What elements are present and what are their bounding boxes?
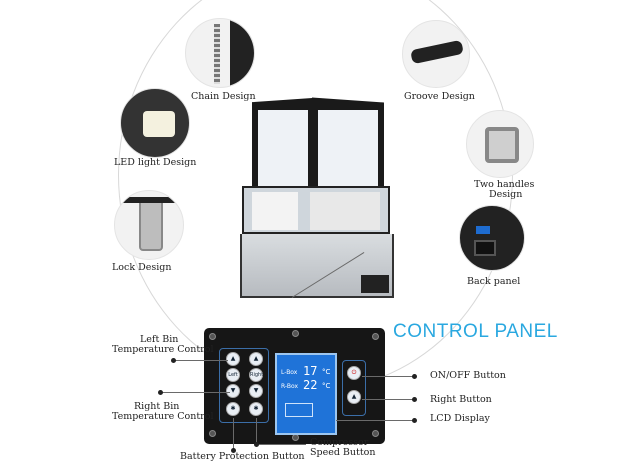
lcd-display: L-Box 17 °C R-Box 22 °C [275, 353, 337, 435]
screw-icon [372, 430, 379, 437]
chain-label: Chain Design [191, 91, 256, 102]
compressor-speed-button[interactable]: ✱ [249, 402, 263, 416]
lcd-left-temp: 17 [303, 364, 318, 378]
left-down-button[interactable]: ▼ [226, 384, 240, 398]
lock-detail-image [114, 190, 184, 260]
back-panel-detail-image [459, 205, 525, 271]
right-side-button[interactable]: ▲ [347, 390, 361, 404]
lcd-left-unit: °C [322, 368, 331, 376]
right-down-button[interactable]: ▼ [249, 384, 263, 398]
compressor-label-2: Speed Button [310, 447, 376, 458]
callout-dot [158, 390, 163, 395]
lock-label: Lock Design [112, 262, 172, 273]
left-bin-label-2: Temperature Control [112, 344, 214, 355]
power-button[interactable]: ⏻ [347, 366, 361, 380]
left-bin-button[interactable]: Left [226, 368, 240, 382]
lcd-display-label: LCD Display [430, 413, 490, 424]
screw-icon [292, 434, 299, 441]
screw-icon [292, 330, 299, 337]
right-button-bezel [342, 360, 366, 416]
right-bin-button[interactable]: Right [249, 368, 263, 382]
callout-dot [412, 397, 417, 402]
callout-dot [231, 448, 236, 453]
led-detail-image [120, 88, 190, 158]
lcd-callout [336, 420, 414, 421]
chain-detail-image [185, 18, 255, 88]
lcd-right-temp: 22 [303, 378, 318, 392]
groove-detail-image [402, 20, 470, 88]
screw-icon [372, 333, 379, 340]
handles-label-line1: Two handles [474, 179, 535, 190]
on-off-label: ON/OFF Button [430, 370, 506, 381]
right-bin-label-1: Right Bin [134, 401, 180, 412]
battery-callout [233, 418, 234, 450]
handles-label-line2: Design [489, 189, 523, 200]
handles-detail-image [466, 110, 534, 178]
lcd-battery-icon [285, 403, 313, 417]
right-bin-label-2: Temperature Control [112, 411, 214, 422]
groove-label: Groove Design [404, 91, 475, 102]
compressor-callout-v [256, 418, 257, 444]
back-panel-label: Back panel [467, 276, 521, 287]
screw-icon [209, 333, 216, 340]
screw-icon [209, 430, 216, 437]
callout-dot [412, 418, 417, 423]
battery-protection-button[interactable]: ✱ [226, 402, 240, 416]
left-up-button[interactable]: ▲ [226, 352, 240, 366]
callout-dot [254, 442, 259, 447]
control-panel-title: CONTROL PANEL [393, 321, 558, 342]
lcd-l-box: L-Box [281, 369, 298, 376]
right-button-callout [362, 399, 414, 400]
right-button-label: Right Button [430, 394, 492, 405]
led-label: LED light Design [114, 157, 197, 168]
callout-dot [412, 374, 417, 379]
right-up-button[interactable]: ▲ [249, 352, 263, 366]
left-bin-callout [173, 360, 228, 361]
on-off-callout [362, 376, 414, 377]
button-bezel [219, 348, 269, 423]
right-bin-callout [160, 392, 230, 393]
compressor-label-1: Compressor [310, 437, 369, 448]
compressor-callout-h [256, 444, 306, 445]
fridge-image [240, 97, 398, 300]
left-bin-label-1: Left Bin [140, 334, 179, 345]
battery-label: Battery Protection Button [180, 451, 305, 462]
lcd-right-unit: °C [322, 382, 331, 390]
lcd-r-box: R-Box [281, 383, 299, 390]
callout-dot [171, 358, 176, 363]
